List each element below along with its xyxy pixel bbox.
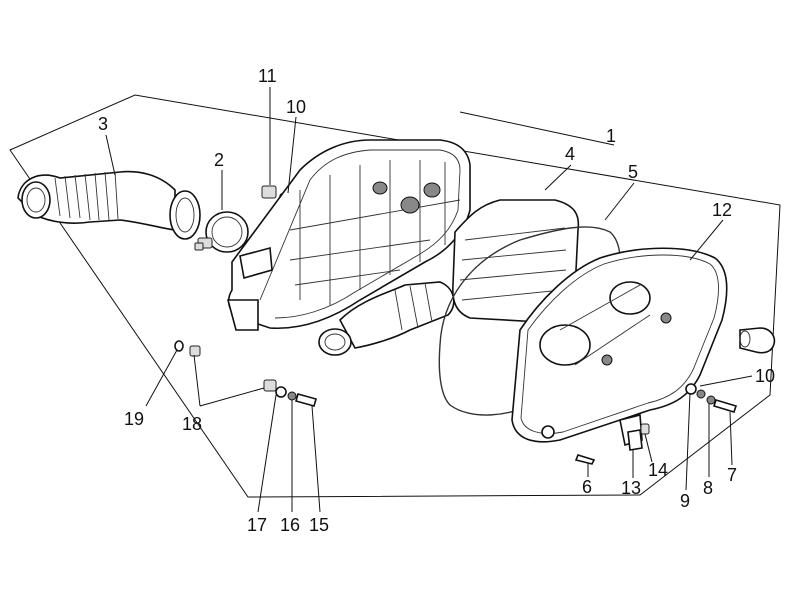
callout-17: 17 bbox=[247, 515, 267, 535]
callout-12: 12 bbox=[712, 200, 732, 220]
callout-14: 14 bbox=[648, 460, 668, 480]
callout-1: 1 bbox=[606, 126, 616, 146]
callout-13: 13 bbox=[621, 478, 641, 498]
callout-18: 18 bbox=[182, 414, 202, 434]
screw-6 bbox=[574, 454, 596, 465]
callout-5: 5 bbox=[628, 162, 638, 182]
drain-plug-right bbox=[739, 327, 776, 354]
drain-valve bbox=[627, 423, 650, 451]
callout-4: 4 bbox=[565, 144, 575, 164]
callout-8: 8 bbox=[703, 478, 713, 498]
callout-labels: 1 2 3 4 5 6 7 8 9 10 10 11 12 13 14 15 1… bbox=[98, 66, 775, 535]
filter-cover bbox=[511, 247, 728, 447]
callout-7: 7 bbox=[727, 465, 737, 485]
callout-16: 16 bbox=[280, 515, 300, 535]
internal-duct bbox=[318, 281, 455, 356]
fasteners-left bbox=[174, 340, 317, 407]
callout-15: 15 bbox=[309, 515, 329, 535]
callout-6: 6 bbox=[582, 477, 592, 497]
callout-3: 3 bbox=[98, 114, 108, 134]
callout-10-right: 10 bbox=[755, 366, 775, 386]
callout-19: 19 bbox=[124, 409, 144, 429]
callout-9: 9 bbox=[680, 491, 690, 511]
intake-hose bbox=[17, 170, 201, 240]
callout-11: 11 bbox=[258, 66, 277, 86]
fasteners-right bbox=[685, 383, 738, 413]
leader-lines bbox=[105, 87, 753, 513]
callout-10-top: 10 bbox=[286, 97, 306, 117]
assembly-boundary bbox=[9, 94, 781, 498]
hose-clamp bbox=[194, 211, 249, 253]
callout-2: 2 bbox=[214, 150, 224, 170]
